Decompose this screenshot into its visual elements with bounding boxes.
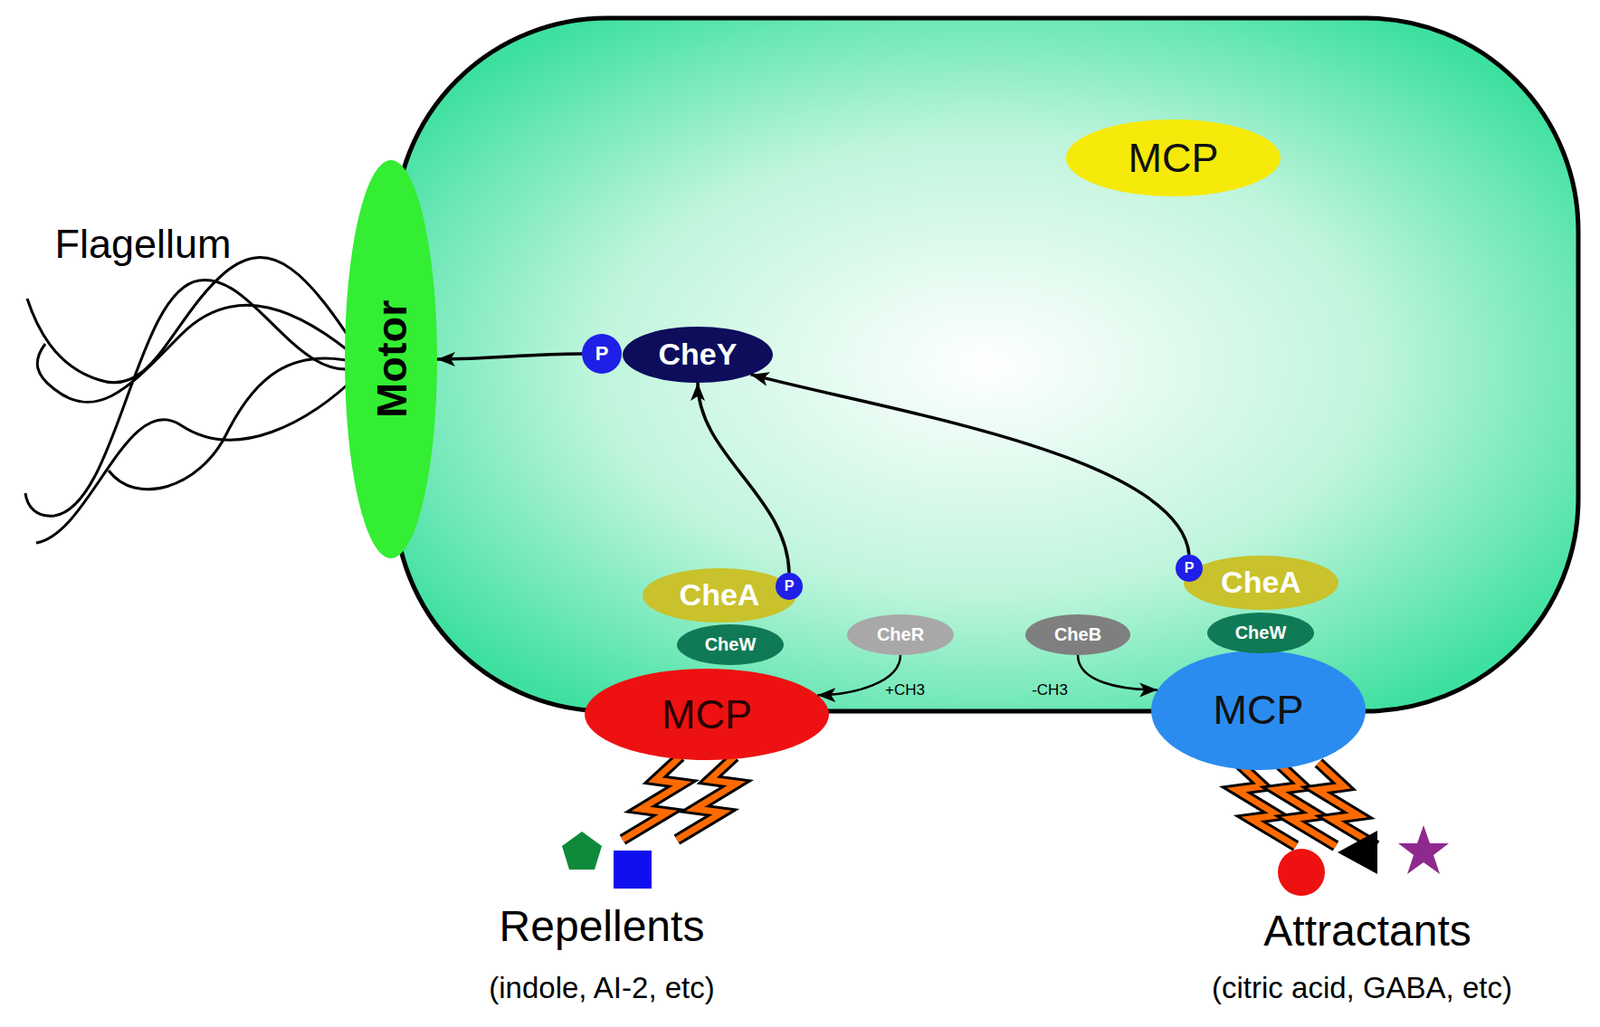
node-text: CheR	[876, 625, 924, 645]
receptor-bolt	[676, 756, 737, 840]
shape-fill	[581, 333, 622, 374]
adaptor-ellipse: CheW	[676, 624, 784, 666]
shape-fill	[1183, 555, 1339, 610]
node-text: MCP	[1213, 688, 1305, 732]
repellent-square	[613, 850, 652, 889]
node-text: CheW	[1235, 623, 1287, 643]
receptor-ellipse: MCP	[1151, 650, 1366, 771]
node-text: MCP	[1128, 136, 1220, 180]
ligands	[561, 825, 1449, 896]
shape-fill	[344, 160, 438, 559]
edge-label: +CH3	[885, 681, 925, 700]
motor-ellipse: Motor	[344, 160, 438, 559]
node-text: CheB	[1054, 625, 1102, 645]
shape-fill	[1175, 554, 1203, 582]
flagellum-filament	[25, 279, 362, 516]
example-note: (indole, AI-2, etc)	[488, 971, 715, 1006]
node-text: CheY	[658, 338, 738, 372]
edge-label: -CH3	[1031, 681, 1068, 700]
part-label: Flagellum	[54, 220, 231, 268]
repellent-pentagon	[561, 831, 602, 870]
signal-arrow	[1077, 655, 1158, 690]
node-text: CheA	[679, 579, 761, 612]
shape-fill	[1025, 614, 1131, 656]
node-text: P	[1184, 561, 1195, 577]
node-text: MCP	[661, 693, 753, 736]
attractant-circle	[1277, 848, 1325, 896]
shape-fill	[1207, 612, 1315, 654]
shape-fill	[622, 326, 773, 383]
protein-ellipse: CheY	[622, 326, 773, 383]
shape-fill	[847, 614, 954, 656]
node-text: CheW	[704, 635, 757, 655]
node-text: P	[784, 579, 795, 595]
receptor-ellipse: MCP	[1066, 119, 1281, 197]
signal-arrow	[697, 382, 790, 573]
flagellum-filament	[37, 304, 362, 402]
receptor-bolt	[622, 756, 683, 840]
shape-fill	[642, 568, 797, 623]
phosphate-circle: P	[581, 333, 622, 374]
shape-fill	[1066, 119, 1281, 197]
cell-body	[394, 18, 1579, 712]
signal-arrow	[437, 353, 582, 360]
example-note: (citric acid, GABA, etc)	[1211, 971, 1513, 1006]
node-text: CheA	[1220, 566, 1302, 600]
kinase-ellipse: CheA	[1183, 555, 1339, 610]
flagellum-filaments	[25, 257, 362, 543]
enzyme-ellipse: CheR	[847, 614, 954, 656]
shape-fill	[584, 668, 829, 761]
receptor-bolt	[1316, 762, 1377, 847]
attractant-triangle	[1337, 830, 1378, 875]
node-text: P	[595, 342, 610, 364]
shape-fill	[1151, 650, 1366, 771]
kinase-ellipse: CheA	[642, 568, 797, 623]
attractant-star	[1398, 825, 1449, 875]
group-label: Attractants	[1263, 905, 1471, 956]
receptor-ellipse: MCP	[584, 668, 829, 761]
phosphate-circle: P	[1175, 554, 1203, 582]
flagellum-filament	[27, 257, 362, 383]
phosphate-circle: P	[775, 572, 803, 600]
flagellum-filament	[36, 371, 362, 543]
node-text: Motor	[368, 300, 413, 420]
group-label: Repellents	[499, 901, 705, 952]
adaptor-ellipse: CheW	[1207, 612, 1315, 654]
shape-fill	[775, 572, 803, 600]
enzyme-ellipse: CheB	[1025, 614, 1131, 656]
flagellum-filament	[108, 358, 362, 490]
signal-arrow	[751, 374, 1190, 555]
shape-fill	[676, 624, 784, 666]
